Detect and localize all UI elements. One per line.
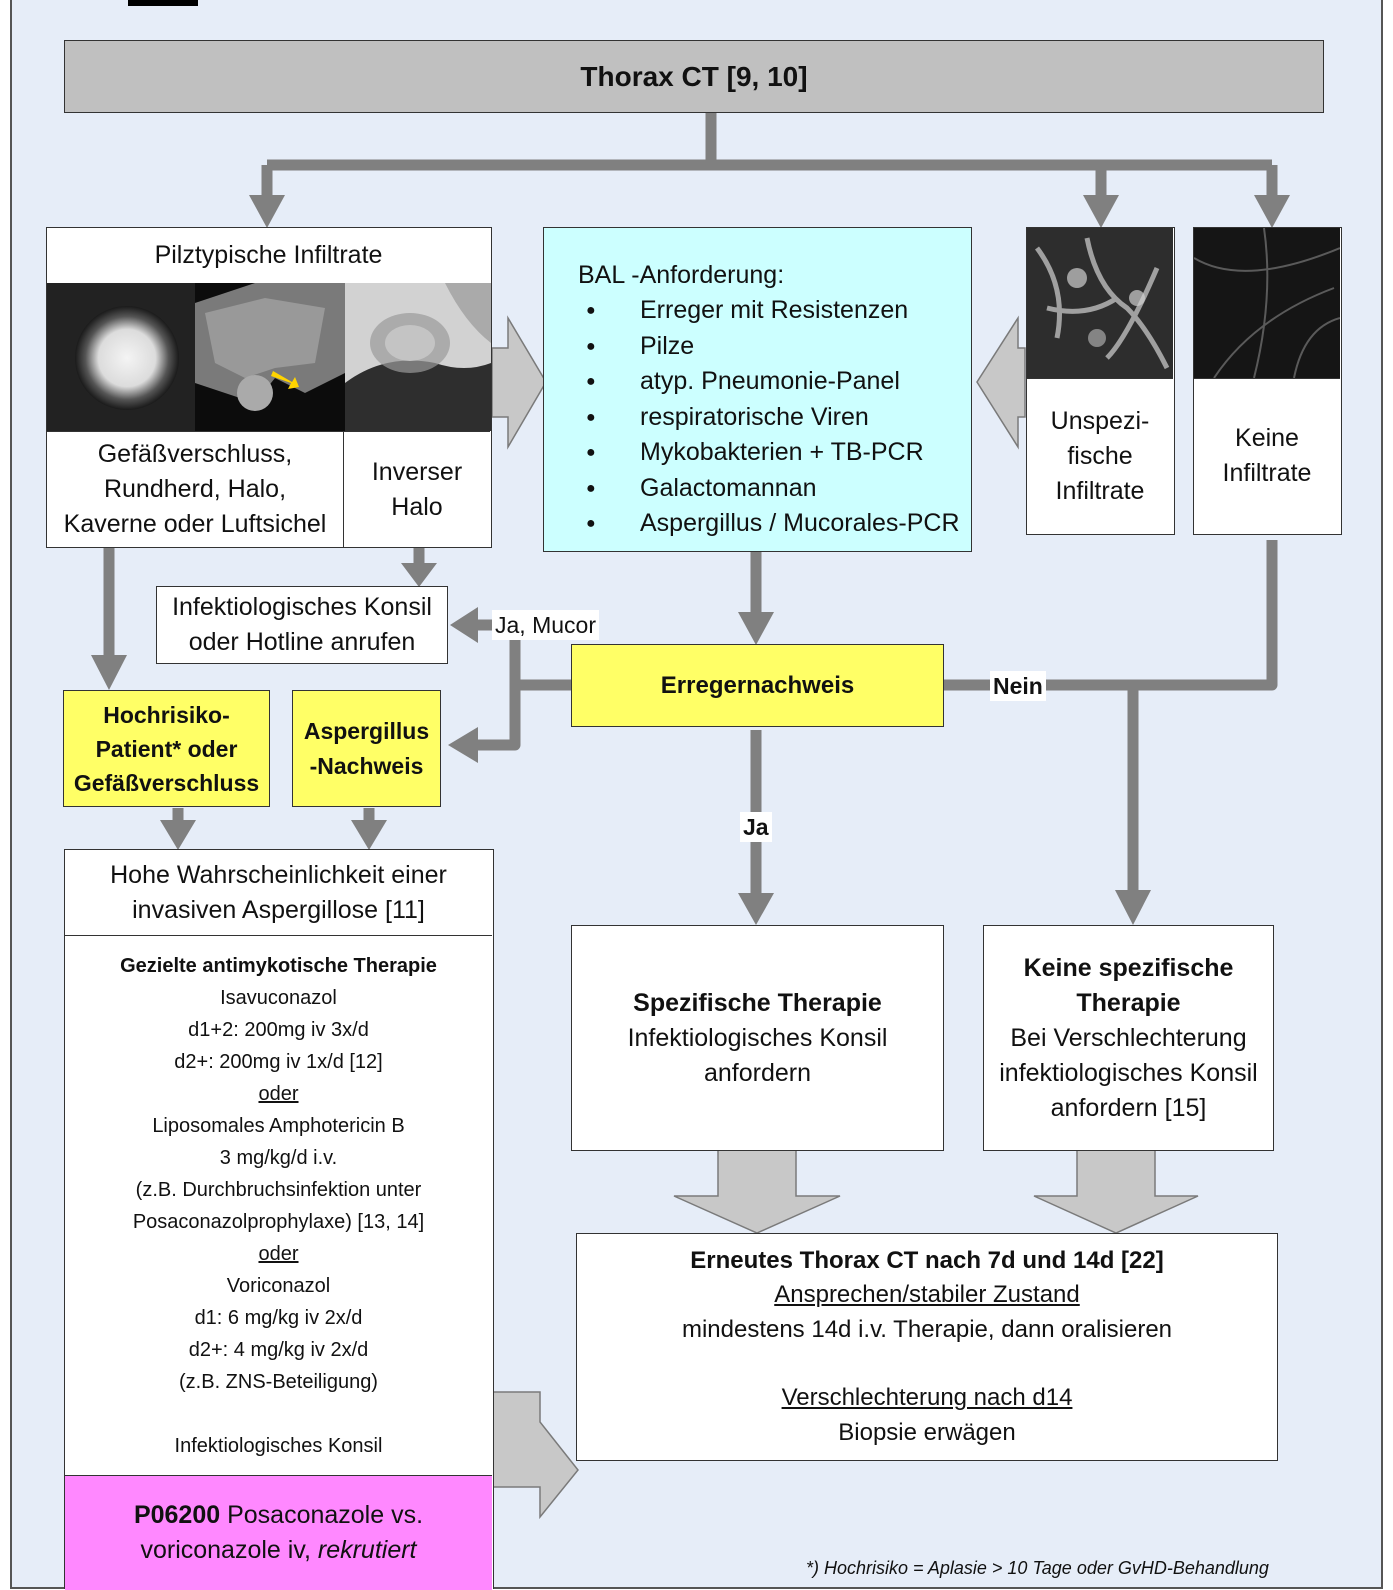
keine-infiltrate-box: Keine Infiltrate	[1193, 227, 1342, 535]
header-title: Thorax CT [9, 10]	[580, 60, 808, 92]
arrowhead-left	[249, 195, 285, 228]
arrowhead-ja	[738, 893, 774, 925]
pilz-caption-left: Gefäßverschluss, Rundherd, Halo, Kaverne…	[47, 431, 344, 547]
pilz-title: Pilztypische Infiltrate	[154, 241, 383, 269]
bal-item: Aspergillus / Mucorales-PCR	[578, 506, 971, 542]
arrowhead-unspez	[1083, 195, 1119, 228]
therapie-oder: oder	[258, 1083, 299, 1105]
arrowhead-hochrisiko-hohe	[160, 820, 196, 850]
arrowhead-keine	[1254, 195, 1290, 228]
bal-item: Erreger mit Resistenzen	[578, 293, 971, 329]
erregernachweis-box: Erregernachweis	[571, 644, 944, 727]
therapie-line: (z.B. ZNS-Beteiligung)	[179, 1371, 378, 1393]
ct-thumbnail-clear	[1194, 228, 1340, 378]
therapie-line: (z.B. Durchbruchsinfektion unter	[135, 1179, 422, 1201]
study-box: P06200 Posaconazole vs. voriconazole iv,…	[65, 1475, 492, 1590]
erneutes-ct-box: Erneutes Thorax CT nach 7d und 14d [22] …	[576, 1233, 1278, 1461]
study-text: voriconazole iv,	[140, 1536, 318, 1564]
footnote: *) Hochrisiko = Aplasie > 10 Tage oder G…	[806, 1558, 1269, 1578]
therapie-line: d1: 6 mg/kg iv 2x/d	[194, 1307, 363, 1329]
keine-infiltrate-label: Keine Infiltrate	[1194, 378, 1340, 533]
block-arrow-unspez-bal	[976, 315, 1026, 450]
arrowhead-asp-left	[448, 727, 478, 763]
therapie-line	[65, 1398, 492, 1430]
pilz-box: Pilztypische Infiltrate	[46, 227, 492, 548]
bal-item: Galactomannan	[578, 471, 971, 507]
block-arrow-keine-erneut	[1033, 1149, 1199, 1234]
label-ja: Ja	[740, 812, 772, 842]
bal-list: Erreger mit Resistenzen Pilze atyp. Pneu…	[578, 293, 971, 542]
study-code: P06200	[133, 1501, 221, 1529]
keine-spezifische-therapie-box: Keine spezifische Therapie Bei Verschlec…	[983, 925, 1274, 1151]
ct-thumbnail-inverse-halo	[345, 283, 491, 431]
header-box: Thorax CT [9, 10]	[64, 40, 1324, 113]
arrowhead-erreger	[738, 612, 774, 645]
therapie-line: Infektiologisches Konsil	[174, 1435, 383, 1457]
bal-item: atyp. Pneumonie-Panel	[578, 364, 971, 400]
pilz-caption-right: Inverser Halo	[344, 431, 490, 547]
bal-item: Pilze	[578, 329, 971, 365]
therapie-line: d2+: 200mg iv 1x/d [12]	[174, 1051, 383, 1073]
therapie-line: d1+2: 200mg iv 3x/d	[188, 1019, 369, 1041]
konsil-hotline-box: Infektiologisches Konsil oder Hotline an…	[156, 586, 448, 664]
block-arrow-pilz-bal	[491, 315, 547, 450]
therapie-line: d2+: 4 mg/kg iv 2x/d	[188, 1339, 369, 1361]
cropped-title-fragment	[128, 0, 198, 6]
therapie-oder: oder	[258, 1243, 299, 1265]
block-arrow-spez-erneut	[673, 1149, 841, 1234]
hohe-wahrscheinlichkeit: Hohe Wahrscheinlichkeit einer invasiven …	[65, 850, 492, 936]
bal-box: BAL -Anforderung: Erreger mit Resistenze…	[543, 227, 972, 552]
bal-item: Mykobakterien + TB-PCR	[578, 435, 971, 471]
unspez-label: Unspezi- fische Infiltrate	[1027, 378, 1173, 533]
study-status: rekrutiert	[317, 1536, 417, 1564]
unspez-box: Unspezi- fische Infiltrate	[1026, 227, 1175, 535]
arrowhead-konsil-down	[401, 563, 437, 587]
therapie-line: Isavuconazol	[220, 987, 337, 1009]
label-ja-mucor: Ja, Mucor	[492, 610, 599, 640]
study-text: Posaconazole vs.	[220, 1501, 424, 1529]
therapie-line: Voriconazol	[226, 1275, 331, 1297]
label-nein: Nein	[990, 671, 1046, 701]
therapie-box: Hohe Wahrscheinlichkeit einer invasiven …	[64, 849, 494, 1590]
arrowhead-hochrisiko	[91, 655, 127, 690]
therapie-details: Gezielte antimykotische Therapie Isavuco…	[65, 950, 492, 1462]
ct-thumbnail-unspecific	[1027, 228, 1173, 378]
arrowhead-asp-hohe	[351, 820, 387, 850]
therapie-line: Liposomales Amphotericin B	[152, 1115, 405, 1137]
arrowhead-konsil-left	[450, 607, 478, 643]
hochrisiko-box: Hochrisiko- Patient* oder Gefäßverschlus…	[63, 690, 270, 807]
connector-erreger-left	[478, 679, 572, 751]
therapie-heading: Gezielte antimykotische Therapie	[120, 955, 437, 977]
ct-thumbnail-arrow	[195, 283, 345, 431]
bal-item: respiratorische Viren	[578, 400, 971, 436]
arrowhead-nein	[1115, 890, 1151, 925]
aspergillus-nachweis-box: Aspergillus -Nachweis	[292, 690, 441, 807]
therapie-line: Posaconazolprophylaxe) [13, 14]	[132, 1211, 425, 1233]
block-arrow-therapie-erneut	[491, 1391, 579, 1520]
ct-thumbnail-nodule	[47, 283, 195, 431]
therapie-line: 3 mg/kg/d i.v.	[219, 1147, 338, 1169]
bal-title: BAL -Anforderung:	[578, 261, 785, 289]
spezifische-therapie-box: Spezifische Therapie Infektiologisches K…	[571, 925, 944, 1151]
connector-nein	[943, 540, 1278, 691]
